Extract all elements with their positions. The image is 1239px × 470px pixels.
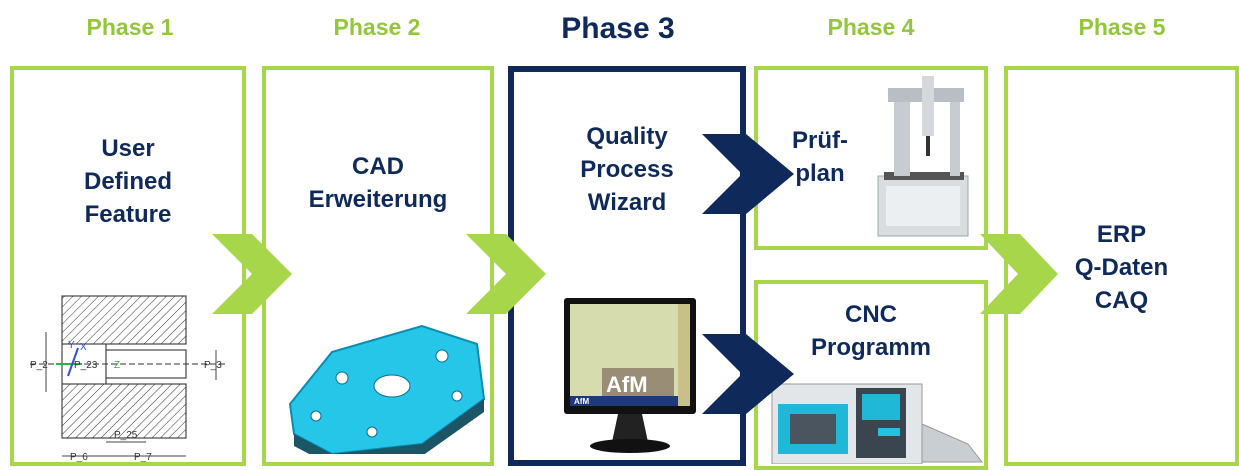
arrow-1-to-2 bbox=[212, 234, 292, 314]
phase-3-title: Phase 3 bbox=[561, 12, 675, 45]
arrow-3-to-4-bottom bbox=[702, 334, 794, 414]
phase-2-label: CAD Erweiterung bbox=[308, 153, 448, 213]
phase-5-label: ERP Q-Daten CAQ bbox=[1074, 221, 1169, 314]
monitor-image: AfM AfM bbox=[564, 298, 696, 453]
cad-part-image bbox=[288, 324, 486, 454]
technical-drawing: Y X Z P_2 P_23 P_3 P_25 P_6 P_7 bbox=[30, 295, 226, 462]
phase-1-box: User Defined Feature Y X Z P_2 P_23 P_3 … bbox=[10, 66, 246, 466]
svg-text:AfM: AfM bbox=[606, 372, 648, 397]
arrow-4-to-5 bbox=[980, 234, 1058, 314]
phase-4-top-box: Prüf- plan bbox=[754, 66, 988, 250]
svg-text:X: X bbox=[80, 342, 87, 353]
svg-text:AfM: AfM bbox=[574, 397, 589, 406]
phase-4-title: Phase 4 bbox=[827, 14, 915, 40]
arrow-2-to-3 bbox=[466, 234, 546, 314]
phase-2-title: Phase 2 bbox=[333, 14, 421, 40]
arrow-3-to-4-top bbox=[702, 134, 794, 214]
phase-4-bottom-label: CNC Programm bbox=[810, 301, 932, 361]
phase-5-title: Phase 5 bbox=[1078, 14, 1166, 40]
phase-3-label: Quality Process Wizard bbox=[580, 123, 674, 216]
svg-text:P_23: P_23 bbox=[74, 360, 98, 371]
phase-4-bottom-box: CNC Programm bbox=[754, 280, 988, 470]
svg-text:P_25: P_25 bbox=[114, 430, 138, 441]
phase-4-top-label: Prüf- plan bbox=[792, 127, 848, 187]
phase-1-title: Phase 1 bbox=[86, 14, 174, 40]
cmm-machine-image bbox=[877, 76, 969, 237]
svg-text:P_3: P_3 bbox=[204, 360, 222, 371]
svg-text:Z: Z bbox=[114, 360, 120, 371]
svg-text:P_2: P_2 bbox=[30, 360, 48, 371]
cnc-machine-image bbox=[771, 383, 984, 464]
svg-text:P_7: P_7 bbox=[134, 452, 152, 462]
phase-1-label: User Defined Feature bbox=[83, 135, 172, 228]
svg-text:P_6: P_6 bbox=[70, 452, 88, 462]
svg-text:Y: Y bbox=[68, 340, 75, 351]
phase-2-box: CAD Erweiterung bbox=[262, 66, 494, 466]
